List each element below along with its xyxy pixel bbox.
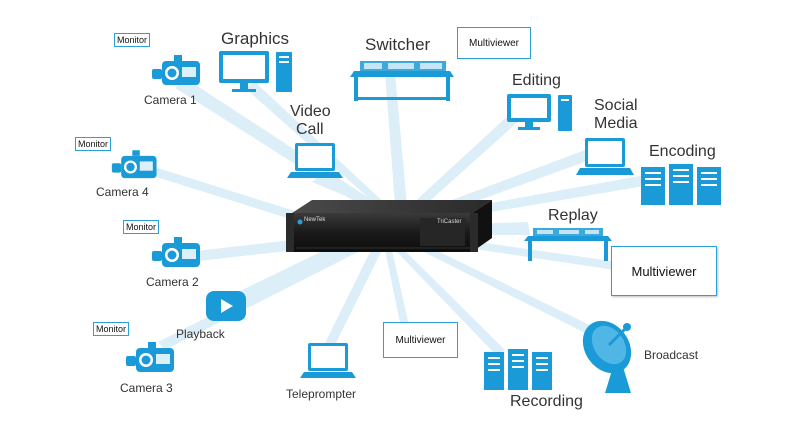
ray-camera3 xyxy=(158,245,358,350)
camera-2-label: Camera 2 xyxy=(146,275,199,289)
graphics-label: Graphics xyxy=(221,29,290,48)
teleprompter-laptop-icon xyxy=(300,343,356,378)
replay-label: Replay xyxy=(548,207,598,224)
ray-videocall xyxy=(312,175,382,208)
camera-1-icon xyxy=(152,55,200,85)
recording-servers-icon xyxy=(484,349,552,390)
editing-workstation-icon xyxy=(507,94,572,131)
social-media-label-line2: Media xyxy=(594,115,638,132)
device-brand: NewTek xyxy=(304,217,326,223)
playback-play-icon xyxy=(206,291,246,321)
camera-3-label: Camera 3 xyxy=(120,381,173,395)
ray-multiviewer-bottom xyxy=(385,250,410,332)
multiviewer-right-box: Multiviewer xyxy=(611,246,717,296)
switcher-label: Switcher xyxy=(365,35,431,54)
broadcast-label: Broadcast xyxy=(644,348,699,362)
camera-2-icon xyxy=(152,237,200,267)
graphics-workstation-icon xyxy=(219,51,292,92)
ray-recording xyxy=(395,248,505,356)
camera-3-icon xyxy=(126,342,174,372)
replay-desk-icon xyxy=(524,228,612,261)
tricaster-device-icon xyxy=(286,200,492,252)
ray-camera1 xyxy=(175,78,395,215)
camera-1-label: Camera 1 xyxy=(144,93,197,107)
video-call-laptop-icon xyxy=(287,143,343,178)
editing-label: Editing xyxy=(512,72,561,89)
switcher-desk-icon xyxy=(350,61,454,101)
broadcast-satellite-icon xyxy=(582,320,632,393)
ray-broadcast xyxy=(410,240,600,338)
recording-label: Recording xyxy=(510,393,583,410)
ray-teleprompter xyxy=(325,248,382,345)
multiviewer-bottom-box: Multiviewer xyxy=(383,322,458,358)
encoding-servers-icon xyxy=(641,164,721,205)
camera4-monitor-badge: Monitor xyxy=(75,137,112,151)
ray-editing xyxy=(410,112,520,208)
encoding-label: Encoding xyxy=(649,143,716,160)
video-call-label-line1: Video xyxy=(290,103,331,120)
teleprompter-label: Teleprompter xyxy=(286,387,357,401)
multiviewer-top-box: Multiviewer xyxy=(457,27,531,59)
device-model: TriCaster xyxy=(437,219,462,225)
camera2-monitor-badge: Monitor xyxy=(123,220,160,234)
camera3-monitor-badge: Monitor xyxy=(93,322,130,336)
social-media-laptop-icon xyxy=(576,138,634,175)
social-media-label-line1: Social xyxy=(594,97,638,114)
playback-label: Playback xyxy=(176,327,225,341)
video-call-label-line2: Call xyxy=(296,121,324,138)
ray-switcher xyxy=(385,72,407,206)
ray-playback xyxy=(232,240,352,302)
camera-4-label: Camera 4 xyxy=(96,185,149,199)
camera1-monitor-badge: Monitor xyxy=(114,33,151,47)
camera-4-icon xyxy=(111,150,157,179)
